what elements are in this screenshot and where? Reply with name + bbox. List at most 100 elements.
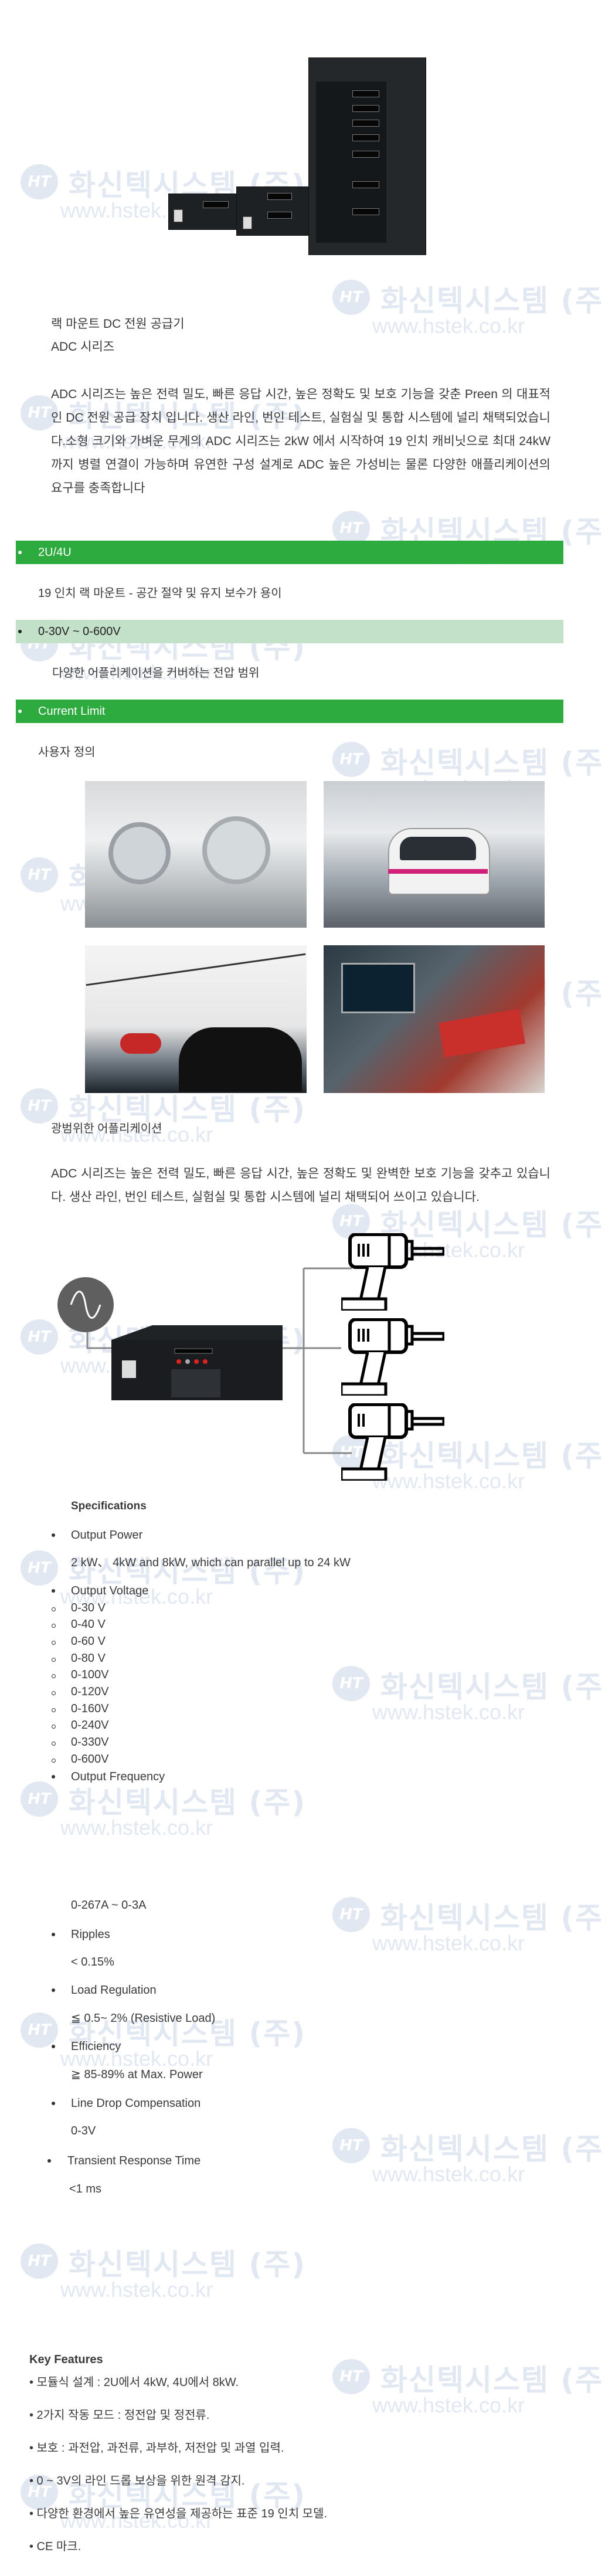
bullet-icon [18,710,22,713]
watermark-url: www.hstek.co.kr [372,1931,525,1955]
watermark-company: 화신텍시스템 (주) [69,2248,307,2282]
watermark-logo-icon: HT [332,742,370,777]
ac-source-icon [57,1277,114,1332]
watermark-logo-icon: HT [332,280,370,315]
highlight-bar-current-limit: Current Limit [16,700,563,723]
key-feature-item: • 보호 : 과전압, 과전류, 과부하, 저전압 및 과열 입력. [29,2442,284,2455]
highlight-bar-voltage: 0-30V ~ 0-600V [16,620,563,643]
bullet-icon [52,1933,55,1936]
applications-title: 광범위한 어플리케이션 [51,1122,162,1135]
motor-icon [341,1318,444,1396]
spec-value: ≦ 0.5~ 2% (Resistive Load) [71,2012,216,2025]
photo-washing-machines [85,781,307,928]
circle-bullet-icon [52,1658,56,1662]
key-features-title: Key Features [29,2353,103,2366]
bullet-icon [47,2159,51,2163]
circle-bullet-icon [52,1708,56,1712]
spec-label: Ripples [71,1928,110,1941]
voltage-option: 0-160V [71,1702,109,1715]
circle-bullet-icon [52,1624,56,1628]
spec-label: Load Regulation [71,1984,157,1997]
watermark-url: www.hstek.co.kr [372,2393,525,2417]
highlight-text: 다양한 어플리케이션을 커버하는 전압 범위 [52,667,260,680]
spec-label: Output Voltage [71,1584,149,1597]
watermark-url: www.hstek.co.kr [60,1815,213,1839]
key-feature-item: • CE 마크. [29,2540,81,2553]
bullet-icon [52,2102,55,2105]
watermark-logo-icon: HT [21,164,58,199]
power-diagram [57,1267,352,1454]
watermark-logo-icon: HT [21,1088,58,1124]
voltage-option: 0-60 V [71,1635,106,1648]
product-image [158,53,434,258]
circle-bullet-icon [52,1725,56,1729]
watermark-company: 화신텍시스템 (주) [380,746,605,780]
voltage-option: 0-30 V [71,1601,106,1614]
key-feature-item: • 2가지 작동 모드 : 정전압 및 정전류. [29,2409,210,2422]
spec-label: Output Frequency [71,1770,165,1783]
watermark-url: www.hstek.co.kr [372,314,525,338]
product-description: ADC 시리즈는 높은 전력 밀도, 빠른 응답 시간, 높은 정확도 및 보호… [51,388,550,495]
highlight-title: 0-30V ~ 0-600V [38,625,121,638]
circle-bullet-icon [52,1641,56,1645]
bullet-icon [18,630,22,633]
watermark-company: 화신텍시스템 (주) [380,2132,605,2166]
spec-value: < 0.15% [71,1956,114,1969]
key-feature-item: • 0 ~ 3V의 라인 드롭 보상을 위한 원격 감지. [29,2475,245,2487]
circle-bullet-icon [52,1742,56,1746]
spec-value: 0-3V [71,2124,96,2137]
product-series-title: ADC 시리즈 [51,340,115,354]
dc-power-supply-unit [111,1325,283,1400]
rack-unit-4u [236,186,310,236]
watermark-url: www.hstek.co.kr [372,2162,525,2186]
spec-value: 2 kW、 4kW and 8kW, which can parallel up… [71,1556,351,1569]
highlight-title: 2U/4U [38,546,72,559]
watermark-logo-icon: HT [21,857,58,892]
watermark-url: www.hstek.co.kr [60,2278,213,2302]
bullet-icon [18,551,22,554]
bullet-icon [52,1533,55,1537]
watermark-company: 화신텍시스템 (주) [69,1786,307,1820]
highlight-title: Current Limit [38,705,106,718]
watermark-logo-icon: HT [332,1666,370,1701]
watermark-company: 화신텍시스템 (주) [380,284,605,318]
photo-lab-instruments [324,945,545,1093]
applications-text: ADC 시리즈는 높은 전력 밀도, 빠른 응답 시간, 높은 정확도 및 완벽… [51,1167,550,1204]
voltage-option: 0-330V [71,1736,109,1749]
watermark-company: 화신텍시스템 (주) [380,1670,605,1704]
bullet-icon [52,1775,55,1779]
photo-subway-train [324,781,545,928]
circle-bullet-icon [52,1759,56,1763]
spec-label: Line Drop Compensation [71,2097,201,2110]
watermark-logo-icon: HT [332,2128,370,2163]
spec-label: Efficiency [71,2040,121,2053]
highlight-text: 사용자 정의 [38,746,96,759]
product-subtitle: 랙 마운트 DC 전원 공급기 [51,317,185,331]
key-feature-item: • 다양한 환경에서 높은 유연성을 제공하는 표준 19 인치 모델. [29,2507,328,2520]
bullet-icon [52,2045,55,2048]
highlight-text: 19 인치 랙 마운트 - 공간 절약 및 유지 보수가 용이 [38,587,282,600]
watermark-logo-icon: HT [21,1550,58,1586]
voltage-option: 0-600V [71,1753,109,1766]
circle-bullet-icon [52,1607,56,1611]
voltage-option: 0-100V [71,1668,109,1681]
watermark-company: 화신텍시스템 (주) [380,2363,605,2397]
voltage-option: 0-80 V [71,1652,106,1665]
rack-cabinet [308,57,426,255]
spec-label: Output Power [71,1529,143,1542]
voltage-option: 0-40 V [71,1618,106,1631]
spec-label: Transient Response Time [67,2154,201,2167]
specs-title: Specifications [71,1500,147,1512]
spec-value: ≧ 85-89% at Max. Power [71,2068,203,2081]
watermark-logo-icon: HT [332,1897,370,1932]
motor-icon [341,1403,444,1481]
highlight-bar-2u4u: 2U/4U [16,541,563,564]
bullet-icon [52,1589,55,1593]
circle-bullet-icon [52,1691,56,1695]
rack-unit-2u [168,194,237,230]
key-feature-item: • 모듈식 설계 : 2U에서 4kW, 4U에서 8kW. [29,2376,239,2389]
watermark-company: 화신텍시스템 (주) [380,1901,605,1935]
watermark-logo-icon: HT [332,2359,370,2394]
voltage-option: 0-240V [71,1719,109,1732]
voltage-option: 0-120V [71,1685,109,1698]
